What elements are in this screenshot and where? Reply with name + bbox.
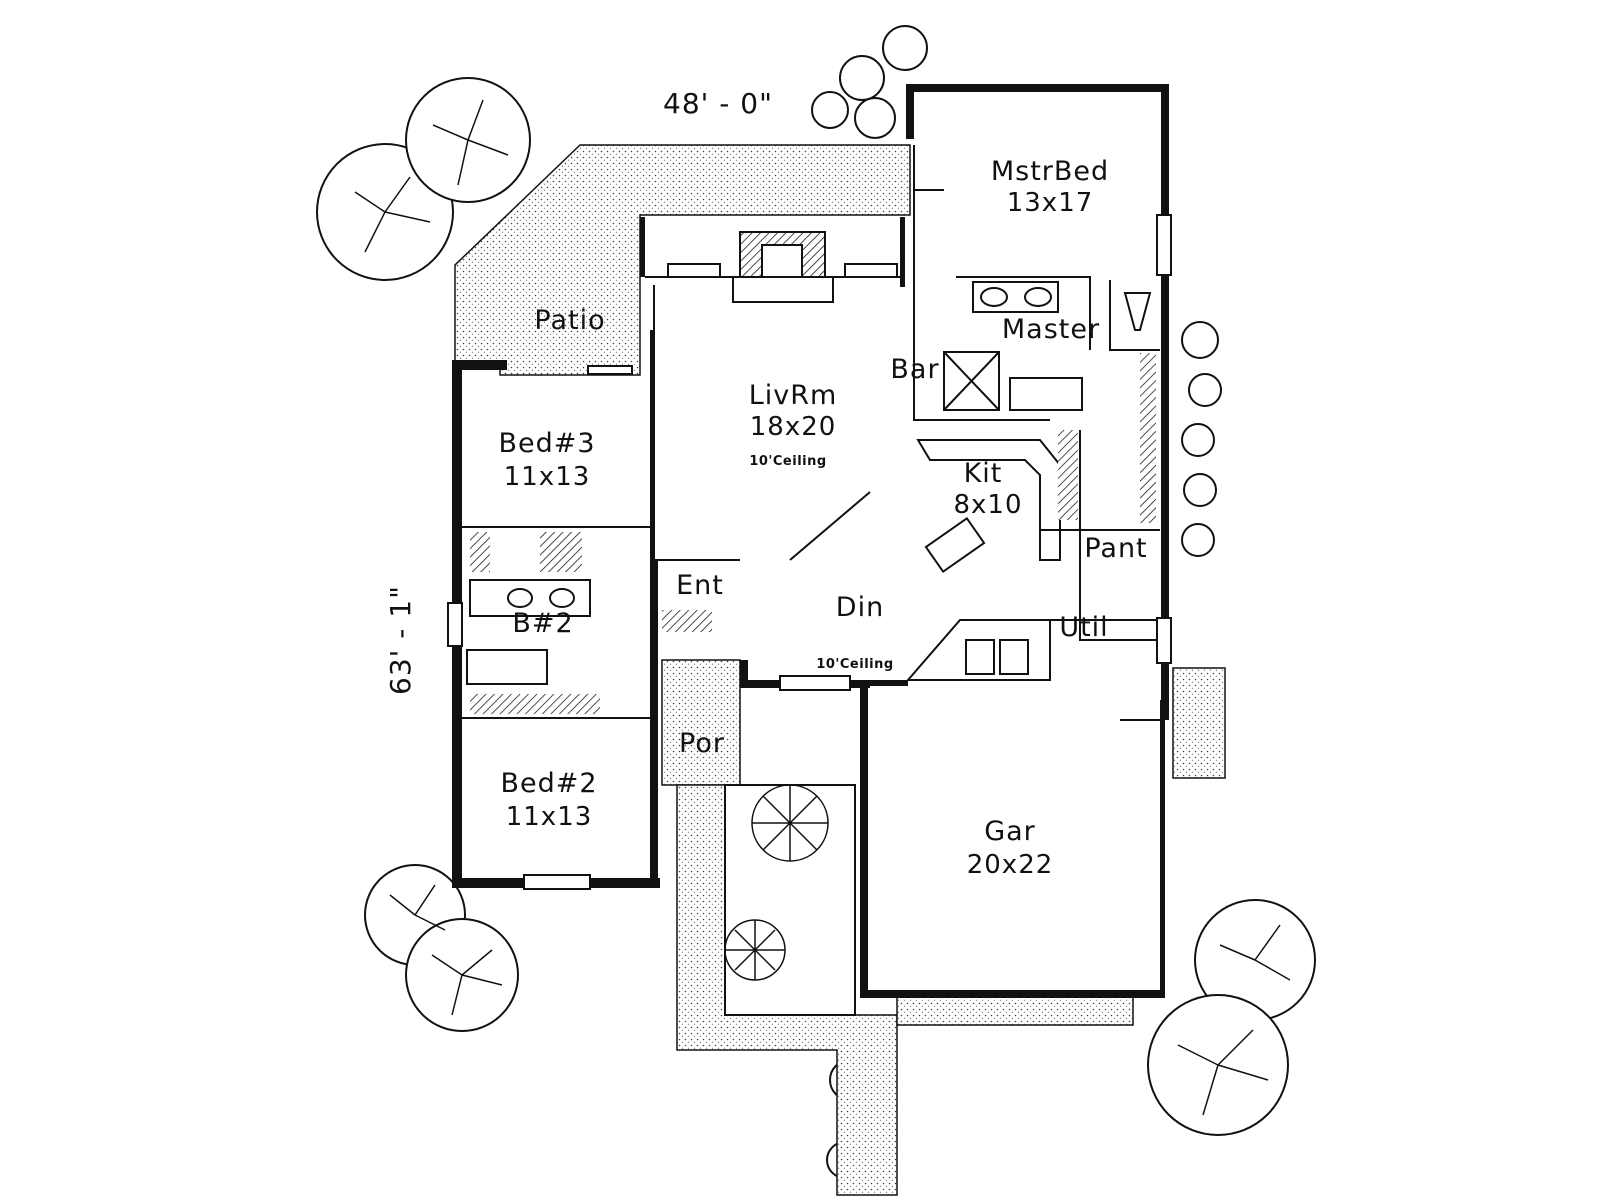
bar-name: Bar [890, 354, 939, 385]
living-room-size: 18x20 [750, 412, 837, 442]
shrubs-right-side [1181, 321, 1222, 557]
fireplace [732, 231, 834, 303]
planter-plants [724, 784, 829, 981]
tree-top-shrubs [811, 25, 928, 139]
master-bed-name: MstrBed [991, 156, 1109, 187]
kitchen-size: 8x10 [953, 490, 1022, 520]
living-room-name: LivRm [749, 380, 838, 411]
patio-name: Patio [534, 305, 605, 336]
kitchen-name: Kit [964, 458, 1003, 489]
dining-ceiling: 10'Ceiling [816, 657, 893, 672]
windows [447, 214, 1172, 890]
bed3-name: Bed#3 [498, 428, 595, 459]
depth-dimension: 63' - 1" [384, 585, 417, 695]
kitchen-counter [916, 439, 1061, 561]
bed3-size: 11x13 [504, 462, 591, 492]
garage-size: 20x22 [967, 850, 1054, 880]
garage-name: Gar [984, 816, 1036, 847]
tree-bottom-right [1147, 899, 1316, 1136]
entry-name: Ent [676, 570, 724, 601]
bed2-size: 11x13 [506, 802, 593, 832]
porch-name: Por [679, 728, 725, 759]
tree-top-left [316, 77, 531, 281]
garage-apron [896, 996, 1134, 1026]
pantry-name: Pant [1084, 533, 1147, 564]
master-bed-size: 13x17 [1007, 188, 1094, 218]
interior-partitions [462, 145, 1160, 721]
utility-name: Util [1059, 612, 1108, 643]
fixtures [466, 281, 1152, 685]
closets [470, 353, 1156, 714]
bath2-name: B#2 [512, 608, 573, 639]
walls [452, 84, 1169, 998]
bed2-name: Bed#2 [500, 768, 597, 799]
dining-name: Din [836, 592, 884, 623]
master-bath-name: Master [1002, 314, 1100, 345]
width-dimension: 48' - 0" [663, 87, 773, 120]
porch-area [661, 659, 741, 786]
living-room-ceiling: 10'Ceiling [749, 454, 826, 469]
side-step [1172, 667, 1226, 779]
patio-area [454, 144, 911, 376]
tree-bottom-left [364, 864, 519, 1032]
